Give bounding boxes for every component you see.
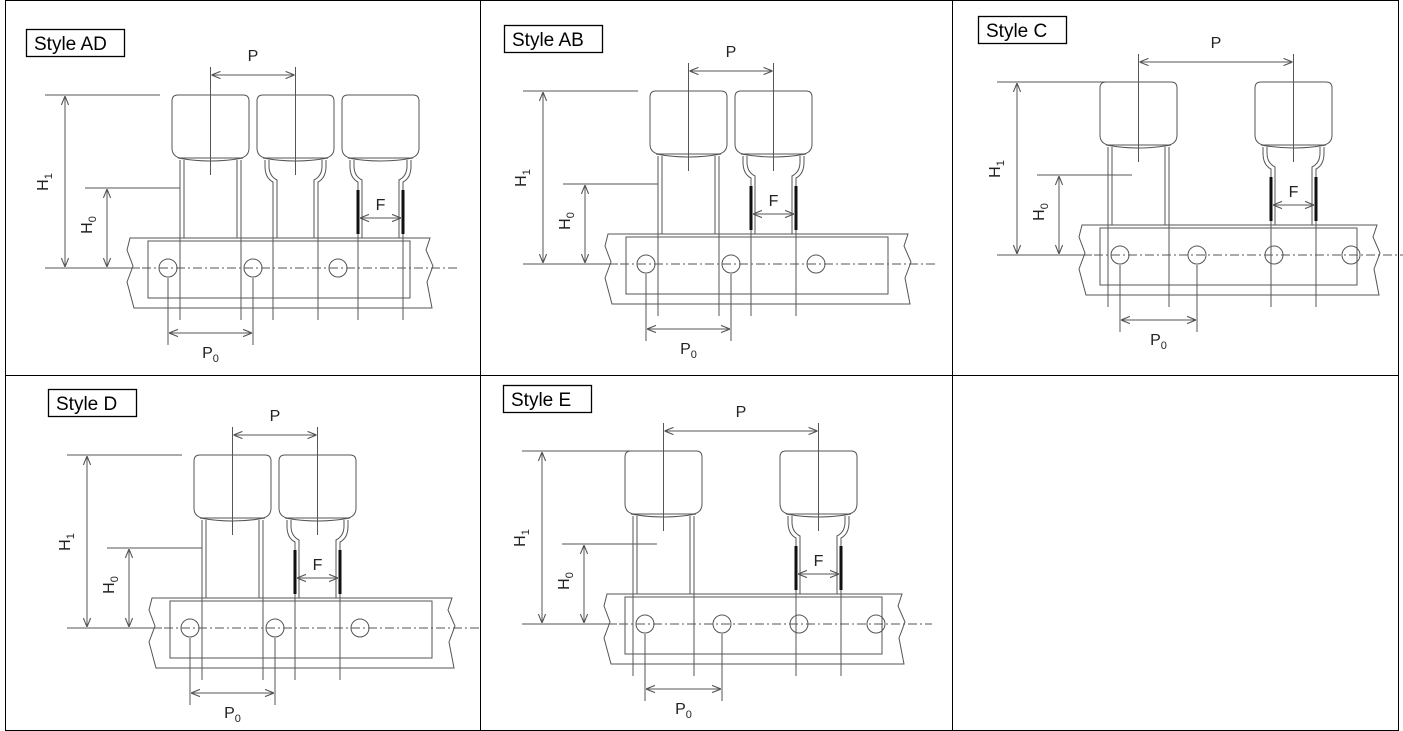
sprocket-hole: [1264, 245, 1284, 265]
style-title-box: [502, 384, 593, 414]
capacitor-lead: [1315, 147, 1325, 307]
capacitor-lead-edge: [791, 156, 801, 234]
sprocket-hole: [806, 254, 826, 274]
sprocket-hole: [1110, 245, 1130, 265]
capacitor-lead-edge: [353, 160, 363, 238]
hole-pitch-label: P0: [224, 705, 241, 725]
sprocket-hole: [243, 258, 263, 278]
capacitor-lead-edge: [1266, 147, 1276, 225]
capacitor-lead-edge: [836, 516, 846, 594]
capacitor-lead: [264, 160, 274, 320]
sprocket-hole: [712, 614, 732, 634]
capacitor-lead-edge: [791, 516, 801, 594]
pitch-label: P: [270, 408, 281, 425]
style-title-box: [25, 28, 126, 58]
h1-label: H1: [35, 173, 55, 191]
capacitor-lead-edge: [313, 160, 323, 238]
capacitor-lead-edge: [290, 520, 300, 598]
sprocket-hole: [158, 258, 178, 278]
capacitor-lead: [787, 516, 797, 676]
capacitor-lead-edge: [268, 160, 278, 238]
h1-label: H1: [512, 529, 532, 547]
sprocket-hole: [635, 614, 655, 634]
h1-label: H1: [57, 533, 77, 551]
sprocket-hole: [265, 618, 285, 638]
capacitor-lead-edge: [398, 160, 408, 238]
sprocket-hole: [636, 254, 656, 274]
capacitor-lead: [840, 516, 850, 676]
sprocket-hole: [1187, 245, 1207, 265]
capacitor-lead-edge: [1311, 147, 1321, 225]
sprocket-hole: [866, 614, 886, 634]
sprocket-hole: [721, 254, 741, 274]
hole-pitch-label: P0: [680, 341, 697, 361]
style-title: Style E: [511, 390, 571, 411]
lead-spacing-label: F: [313, 557, 323, 574]
capacitor-lead: [795, 156, 805, 316]
style-title-box: [503, 24, 604, 54]
lead-spacing-label: F: [376, 197, 386, 214]
style-title-box: [977, 15, 1068, 45]
capacitor-lead-edge: [746, 156, 756, 234]
h1-label: H1: [513, 169, 533, 187]
hole-pitch-label: P0: [1150, 332, 1167, 352]
pitch-label: P: [248, 48, 259, 65]
style-title: Style C: [986, 21, 1047, 42]
capacitor-lead: [1262, 147, 1272, 307]
sprocket-hole: [1341, 245, 1361, 265]
sprocket-hole: [180, 618, 200, 638]
hold-down-tape: [1099, 227, 1358, 286]
h0-label: H0: [101, 576, 121, 594]
capacitor-lead: [402, 160, 412, 320]
pitch-label: P: [736, 404, 747, 421]
style-title: Style D: [56, 394, 117, 415]
hole-pitch-label: P0: [202, 345, 219, 365]
hole-pitch-label: P0: [675, 701, 692, 721]
hold-down-tape: [147, 240, 411, 299]
h0-label: H0: [557, 212, 577, 230]
h0-label: H0: [556, 572, 576, 590]
h0-label: H0: [1031, 203, 1051, 221]
lead-spacing-label: F: [1289, 184, 1299, 201]
lead-spacing-label: F: [814, 553, 824, 570]
style-title: Style AD: [34, 34, 107, 55]
body-fillet: [347, 157, 414, 162]
pitch-label: P: [1211, 35, 1222, 52]
capacitor-lead: [317, 160, 327, 320]
capacitor-lead: [742, 156, 752, 316]
h1-label: H1: [987, 160, 1007, 178]
h0-label: H0: [79, 216, 99, 234]
capacitor-lead-edge: [335, 520, 345, 598]
capacitor-lead: [339, 520, 349, 680]
style-title-box: [47, 388, 138, 418]
hold-down-tape: [625, 236, 889, 295]
style-title: Style AB: [512, 30, 584, 51]
sprocket-hole: [328, 258, 348, 278]
hold-down-tape: [624, 596, 883, 655]
sprocket-hole: [350, 618, 370, 638]
lead-spacing-label: F: [769, 193, 779, 210]
capacitor-lead: [286, 520, 296, 680]
capacitor-lead: [349, 160, 359, 320]
hold-down-tape: [169, 600, 433, 659]
capacitor-body: [341, 94, 420, 159]
pitch-label: P: [726, 44, 737, 61]
sprocket-hole: [789, 614, 809, 634]
